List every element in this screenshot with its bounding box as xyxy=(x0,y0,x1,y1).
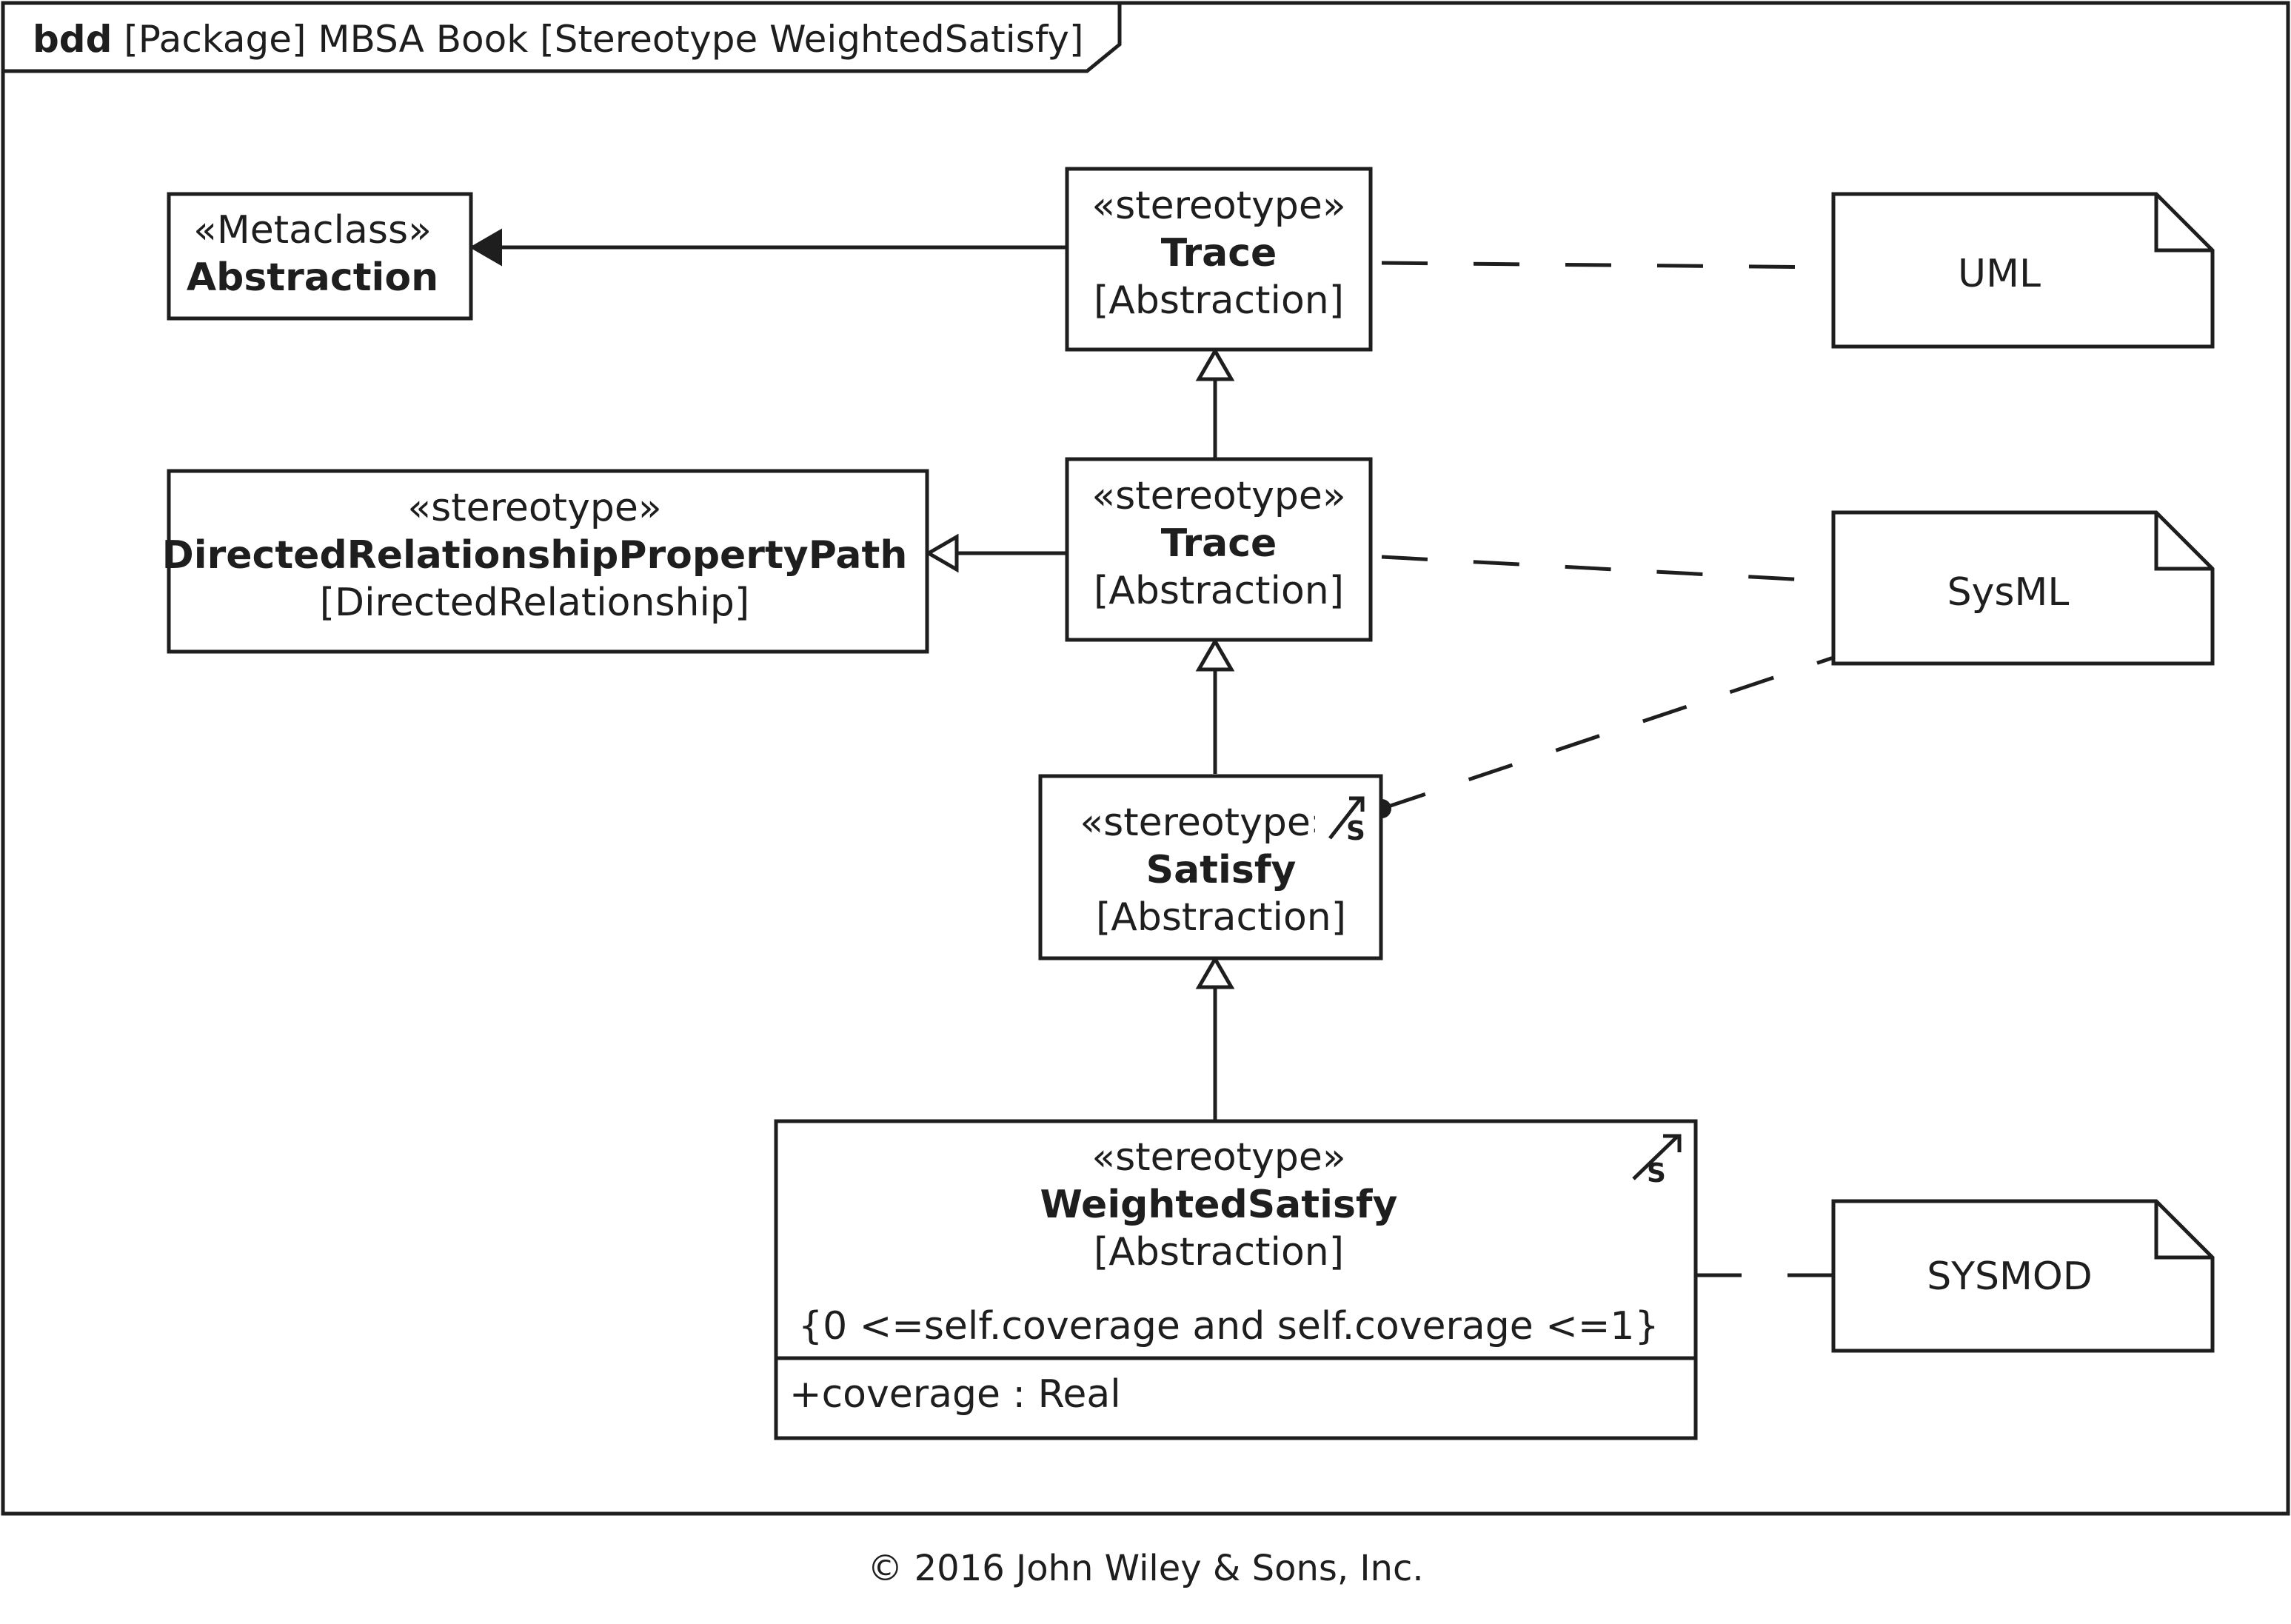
block-base-class: [Abstraction] xyxy=(1094,569,1344,613)
block-name: Satisfy xyxy=(1146,848,1297,892)
frame-title: [Package] MBSA Book [Stereotype Weighted… xyxy=(112,18,1083,61)
note-text: UML xyxy=(1958,252,2041,296)
trace-sysml-block[interactable]: «stereotype» Trace [Abstraction] xyxy=(1065,457,1373,642)
stereotype-satisfy-icon: S xyxy=(1632,1134,1682,1189)
block-base-class: [Abstraction] xyxy=(1096,895,1346,940)
note-anchor-uml xyxy=(1381,261,1834,270)
svg-text:S: S xyxy=(1647,1158,1666,1189)
note-sysml[interactable]: SysML xyxy=(1831,510,2215,666)
note-uml[interactable]: UML xyxy=(1831,192,2215,349)
weighted-satisfy-block[interactable]: «stereotype» S WeightedSatisfy [Abstract… xyxy=(774,1119,1698,1440)
note-text: SysML xyxy=(1947,570,2070,615)
block-base-class: [DirectedRelationship] xyxy=(320,581,749,625)
satisfy-block[interactable]: «stereotype» S Satisfy [Abstraction] xyxy=(1038,774,1383,960)
svg-text:S: S xyxy=(1346,816,1365,846)
block-constraint: {0 <=self.coverage and self.coverage <=1… xyxy=(798,1304,1659,1349)
note-anchor-sysml-satisfy xyxy=(1381,655,1834,811)
block-stereotype: «stereotype» xyxy=(1091,1135,1345,1180)
generalization-arrowhead-weighted xyxy=(1195,955,1235,989)
metaclass-abstraction-block[interactable]: «Metaclass» Abstraction xyxy=(167,192,473,321)
block-name: Abstraction xyxy=(187,255,438,300)
note-sysmod[interactable]: SYSMOD xyxy=(1831,1199,2215,1353)
block-stereotype: «stereotype» xyxy=(1080,801,1334,845)
block-name: DirectedRelationshipPropertyPath xyxy=(162,533,908,578)
copyright-text: © 2016 John Wiley & Sons, Inc. xyxy=(867,1548,1423,1589)
note-text: SYSMOD xyxy=(1927,1254,2093,1299)
block-name: Trace xyxy=(1161,231,1277,275)
block-stereotype: «Metaclass» xyxy=(193,208,432,253)
block-base-class: [Abstraction] xyxy=(1094,278,1344,323)
generalization-arrowhead-trace xyxy=(1195,347,1235,381)
directed-relationship-property-path-block[interactable]: «stereotype» DirectedRelationshipPropert… xyxy=(162,469,929,654)
block-stereotype: «stereotype» xyxy=(1091,184,1345,228)
block-name: Trace xyxy=(1161,521,1277,566)
svg-text:bdd [Package] MBSA Book [Stere: bdd [Package] MBSA Book [Stereotype Weig… xyxy=(33,18,1084,61)
extension-arrowhead xyxy=(469,228,502,267)
block-stereotype: «stereotype» xyxy=(1091,474,1345,518)
block-stereotype: «stereotype» xyxy=(407,486,661,530)
stereotype-satisfy-icon: S xyxy=(1315,794,1371,846)
block-base-class: [Abstraction] xyxy=(1094,1230,1344,1274)
generalization-arrowhead-drpp xyxy=(925,533,959,573)
frame-keyword: bdd xyxy=(33,18,112,61)
generalization-arrowhead-satisfy xyxy=(1195,638,1235,672)
note-anchor-sysml-trace xyxy=(1381,555,1834,584)
block-attribute[interactable]: +coverage : Real xyxy=(789,1372,1121,1417)
trace-uml-block[interactable]: «stereotype» Trace [Abstraction] xyxy=(1065,167,1373,352)
block-name: WeightedSatisfy xyxy=(1040,1183,1398,1227)
frame-header: bdd [Package] MBSA Book [Stereotype Weig… xyxy=(3,1,1122,73)
